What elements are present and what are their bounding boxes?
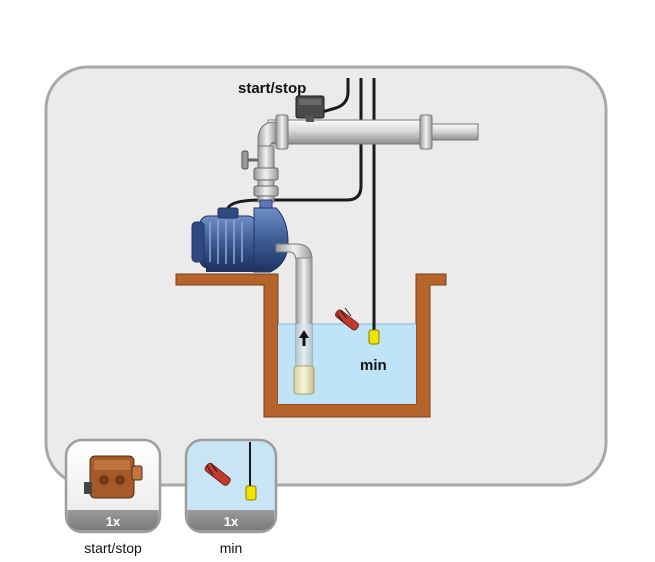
pressure-switch-icon xyxy=(84,455,143,499)
suction-pipe xyxy=(275,243,315,395)
min-label: min xyxy=(360,357,387,374)
pressure-switch xyxy=(295,95,325,122)
diagram-panel xyxy=(44,65,608,487)
legend-qty: 1x xyxy=(106,514,121,529)
valve-handle-icon xyxy=(241,150,249,170)
flow-arrow-icon xyxy=(299,330,309,346)
legend-item-min: 1x xyxy=(184,438,278,534)
foot-valve xyxy=(293,365,315,395)
legend-qty: 1x xyxy=(224,514,239,529)
legend-item-start-stop: 1x xyxy=(64,438,162,534)
float-switch-min xyxy=(335,307,380,345)
float-switch-icon xyxy=(204,442,257,501)
legend-caption-start-stop: start/stop xyxy=(84,540,142,556)
discharge-pipe xyxy=(257,114,479,150)
centrifugal-pump xyxy=(191,207,289,273)
start-stop-label: start/stop xyxy=(238,80,306,97)
legend-caption-min: min xyxy=(219,540,243,556)
riser-pipe xyxy=(241,145,279,211)
